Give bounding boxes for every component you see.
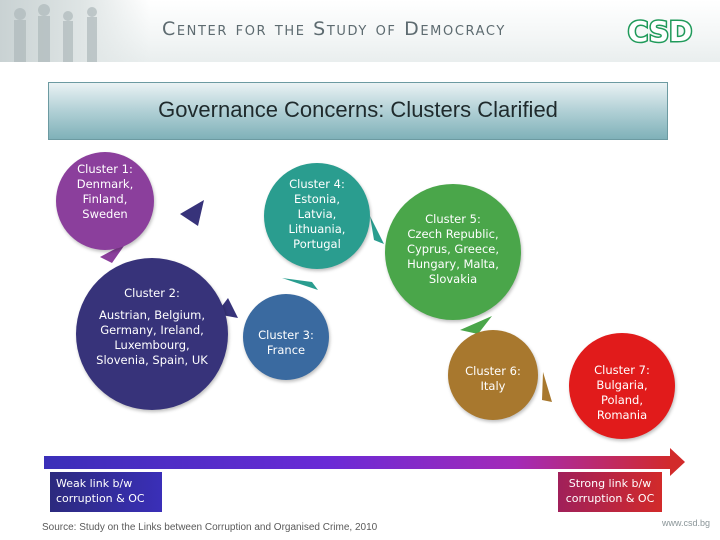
csd-logo-text: CSD bbox=[628, 15, 692, 48]
cluster-2-heading: Cluster 2: bbox=[124, 286, 180, 300]
cluster-6-circle: Cluster 6: Italy bbox=[448, 330, 538, 420]
cluster-6-countries: Italy bbox=[480, 379, 506, 393]
cluster-1-circle: Cluster 1: Denmark, Finland, Sweden bbox=[56, 152, 154, 250]
weak-link-box bbox=[50, 472, 162, 512]
cluster-5-heading: Cluster 5: bbox=[425, 212, 481, 226]
cluster-3-heading: Cluster 3: bbox=[258, 328, 314, 342]
cluster-6-heading: Cluster 6: bbox=[465, 364, 521, 378]
cluster-1-countries: Denmark, Finland, Sweden bbox=[76, 177, 134, 221]
pointer-cluster-4 bbox=[282, 278, 318, 290]
header-photo bbox=[0, 0, 150, 62]
cluster-5-circle: Cluster 5: Czech Republic, Cyprus, Greec… bbox=[385, 184, 521, 320]
strong-link-label: Strong link b/w corruption & OC bbox=[565, 477, 655, 505]
org-name: Center for the Study of Democracy bbox=[162, 18, 506, 40]
csd-logo: CSD bbox=[626, 14, 693, 50]
cluster-7-countries: Bulgaria, Poland, Romania bbox=[596, 378, 648, 422]
cluster-2-circle: Cluster 2: Austrian, Belgium, Germany, I… bbox=[76, 258, 228, 410]
footer-url: www.csd.bg bbox=[661, 518, 710, 528]
silhouettes-image bbox=[14, 4, 97, 62]
pointer-cluster-6 bbox=[542, 372, 552, 402]
cluster-4-circle: Cluster 4: Estonia, Latvia, Lithuania, P… bbox=[264, 163, 370, 269]
weak-link-label: Weak link b/w corruption & OC bbox=[56, 477, 145, 505]
cluster-7-circle: Cluster 7: Bulgaria, Poland, Romania bbox=[569, 333, 675, 439]
cluster-4-heading: Cluster 4: bbox=[289, 177, 345, 191]
pointer-cluster-5 bbox=[460, 316, 492, 334]
cluster-3-countries: France bbox=[266, 343, 306, 357]
corruption-scale-arrow bbox=[44, 448, 685, 476]
pointer-cluster-2 bbox=[180, 200, 204, 226]
cluster-1-heading: Cluster 1: bbox=[77, 162, 133, 176]
cluster-2-countries: Austrian, Belgium, Germany, Ireland, Lux… bbox=[96, 308, 208, 367]
pointer-cluster-4-right bbox=[370, 216, 384, 244]
cluster-7-heading: Cluster 7: bbox=[594, 363, 650, 377]
cluster-3-circle: Cluster 3: France bbox=[243, 294, 329, 380]
title-bar: Governance Concerns: Clusters Clarified bbox=[48, 82, 668, 140]
slide-title: Governance Concerns: Clusters Clarified bbox=[158, 97, 558, 122]
source-note: Source: Study on the Links between Corru… bbox=[42, 522, 378, 533]
cluster-5-countries: Czech Republic, Cyprus, Greece, Hungary,… bbox=[406, 227, 500, 286]
header-banner: Center for the Study of Democracy CSD bbox=[0, 0, 720, 62]
pointer-cluster-1 bbox=[100, 243, 126, 263]
strong-link-box bbox=[558, 472, 662, 512]
cluster-4-countries: Estonia, Latvia, Lithuania, Portugal bbox=[288, 192, 346, 251]
